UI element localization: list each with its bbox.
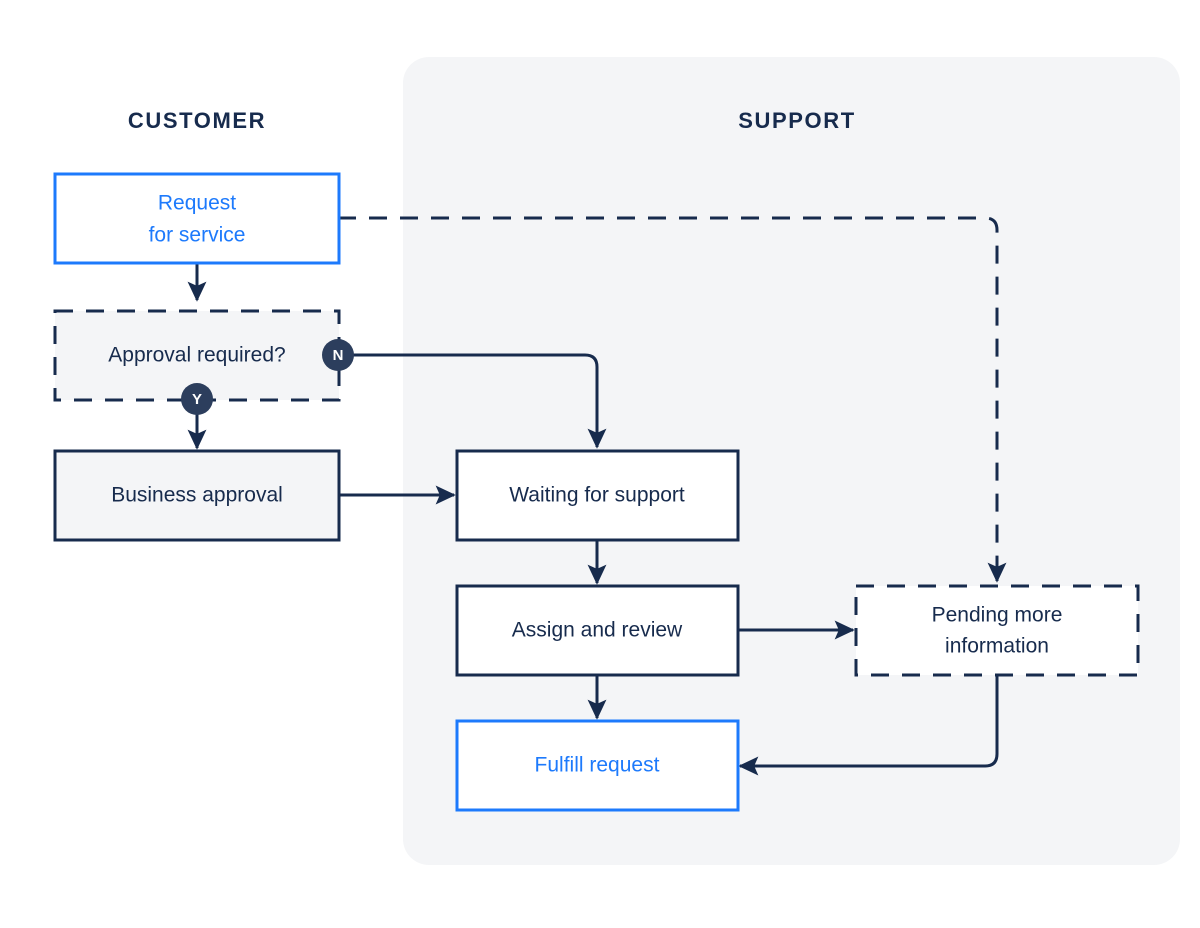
lane-title-support: SUPPORT <box>738 108 856 133</box>
badge-decision-no-circle <box>322 339 354 371</box>
node-request-for-service-label-line2: for service <box>149 224 246 247</box>
lane-title-customer: CUSTOMER <box>128 108 266 133</box>
node-pending-more-information-box[interactable] <box>854 584 1140 677</box>
node-waiting-for-support[interactable]: Waiting for support <box>455 449 740 542</box>
badge-decision-no[interactable]: N <box>322 339 354 371</box>
node-assign-and-review-label: Assign and review <box>512 619 683 642</box>
node-pending-more-information[interactable]: Pending more information <box>854 584 1140 677</box>
node-assign-and-review-box[interactable] <box>455 584 740 677</box>
edge-request-to-pending-dashed <box>338 216 999 578</box>
node-business-approval-box[interactable] <box>53 449 341 542</box>
node-waiting-for-support-label: Waiting for support <box>509 484 685 507</box>
node-assign-and-review[interactable]: Assign and review <box>455 584 740 677</box>
edge-approval-no-to-waiting <box>350 353 607 449</box>
node-business-approval-label: Business approval <box>111 484 283 507</box>
badge-decision-yes-circle <box>181 383 213 415</box>
node-fulfill-request-box[interactable] <box>455 719 740 812</box>
badge-decision-yes-label: Y <box>192 391 202 408</box>
node-pending-more-information-label-line2: information <box>945 635 1049 658</box>
node-request-for-service-box[interactable] <box>53 172 341 265</box>
badge-decision-no-label: N <box>333 347 344 364</box>
node-request-for-service[interactable]: Request for service <box>53 172 341 265</box>
node-fulfill-request-label: Fulfill request <box>535 754 660 777</box>
node-business-approval[interactable]: Business approval <box>53 449 341 542</box>
node-pending-more-information-label-line1: Pending more <box>932 604 1063 627</box>
badge-decision-yes[interactable]: Y <box>181 383 213 415</box>
node-approval-required-label: Approval required? <box>108 344 285 367</box>
edge-pending-to-fulfill <box>738 675 999 776</box>
node-waiting-for-support-box[interactable] <box>455 449 740 542</box>
node-fulfill-request[interactable]: Fulfill request <box>455 719 740 812</box>
node-request-for-service-label-line1: Request <box>158 192 236 215</box>
